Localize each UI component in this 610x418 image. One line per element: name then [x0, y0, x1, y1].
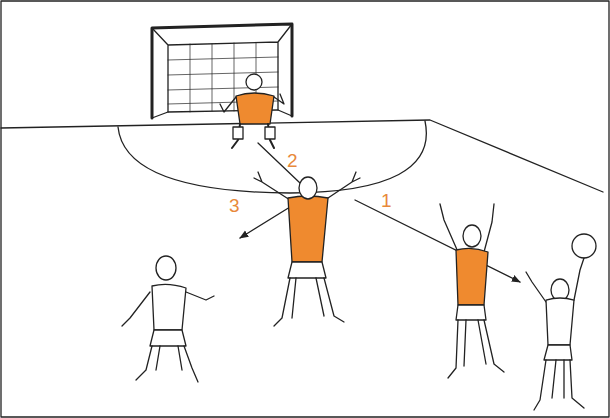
ball-carrier: [526, 234, 596, 410]
goalkeeper: [220, 74, 284, 148]
right-defender: [440, 204, 504, 378]
movement-line: [258, 143, 300, 183]
movement-arrow: [355, 200, 520, 282]
ball: [572, 234, 596, 258]
callout-number: 3: [229, 196, 240, 215]
left-attacker: [122, 256, 214, 382]
movement-arrow: [240, 207, 290, 238]
callout-number: 2: [287, 151, 298, 170]
callout-number: 1: [381, 191, 392, 210]
goal-area-line: [118, 121, 426, 193]
center-defender: [254, 172, 360, 326]
